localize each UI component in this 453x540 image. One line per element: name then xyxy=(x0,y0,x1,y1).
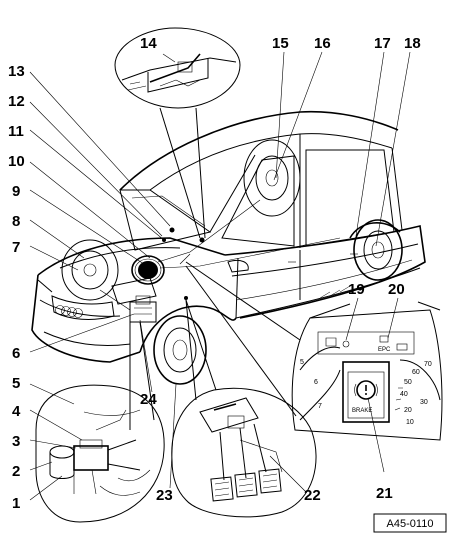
gauge-right-tick-40: 40 xyxy=(400,391,408,398)
callout-22: 22 xyxy=(304,487,321,504)
callout-19: 19 xyxy=(348,281,365,298)
callout-8: 8 xyxy=(12,213,20,230)
gauge-left-tick-7: 7 xyxy=(318,403,322,410)
brake-servo xyxy=(131,255,165,285)
brake-fluid-reservoir xyxy=(49,445,75,479)
gauge-right-tick-60: 60 xyxy=(412,369,420,376)
front-left-brake-disc xyxy=(61,239,119,301)
callout-11: 11 xyxy=(8,123,24,140)
car-body-illustration xyxy=(31,110,426,385)
callout-1: 1 xyxy=(12,495,20,512)
epc-warning-label: EPC xyxy=(378,347,391,353)
leader-lines xyxy=(29,51,411,501)
callout-13: 13 xyxy=(8,63,25,80)
callout-5: 5 xyxy=(12,375,20,392)
callout-23: 23 xyxy=(156,487,173,504)
brake-warning-label: BRAKE xyxy=(352,408,372,414)
gauge-right-tick-50: 50 xyxy=(404,379,412,386)
callout-numbers: 1 2 3 4 5 6 7 8 9 10 11 12 13 14 15 16 1… xyxy=(8,35,421,512)
callout-14: 14 xyxy=(140,35,157,52)
gauge-left-tick-6: 6 xyxy=(314,379,318,386)
callout-17: 17 xyxy=(374,35,391,52)
gauge-right-tick-10: 10 xyxy=(406,419,414,426)
audi-logo-rings xyxy=(55,305,83,318)
callout-9: 9 xyxy=(12,183,20,200)
callout-21: 21 xyxy=(376,485,393,502)
callout-6: 6 xyxy=(12,345,20,362)
gauge-right-tick-20: 20 xyxy=(404,407,412,414)
front-right-wheel xyxy=(153,315,207,385)
callout-7: 7 xyxy=(12,239,20,256)
callout-3: 3 xyxy=(12,433,20,450)
callout-18: 18 xyxy=(404,35,421,52)
gauge-right-tick-30: 30 xyxy=(420,399,428,406)
callout-24: 24 xyxy=(140,391,157,408)
rear-left-brake-disc xyxy=(243,139,301,217)
reference-code-box: A45-0110 xyxy=(373,513,447,533)
callout-15: 15 xyxy=(272,35,289,52)
callout-4: 4 xyxy=(12,403,21,420)
callout-12: 12 xyxy=(8,93,25,110)
rear-right-wheel xyxy=(353,219,403,281)
callout-16: 16 xyxy=(314,35,331,52)
brake-warning-icon xyxy=(354,380,378,400)
gauge-right-tick-70: 70 xyxy=(424,361,432,368)
callout-2: 2 xyxy=(12,463,20,480)
inset-instrument-cluster: 5 6 7 EPC BRAKE 70 60 50 40 30 20 10 xyxy=(185,261,443,441)
callout-20: 20 xyxy=(388,281,405,298)
callout-10: 10 xyxy=(8,153,25,170)
inset-handbrake xyxy=(114,27,241,239)
reference-code: A45-0110 xyxy=(387,518,434,530)
gauge-left-tick-5: 5 xyxy=(300,359,304,366)
inset-pedal-box xyxy=(171,299,317,518)
abs-hydraulic-unit xyxy=(129,295,157,323)
inset-master-cylinder xyxy=(35,321,165,523)
